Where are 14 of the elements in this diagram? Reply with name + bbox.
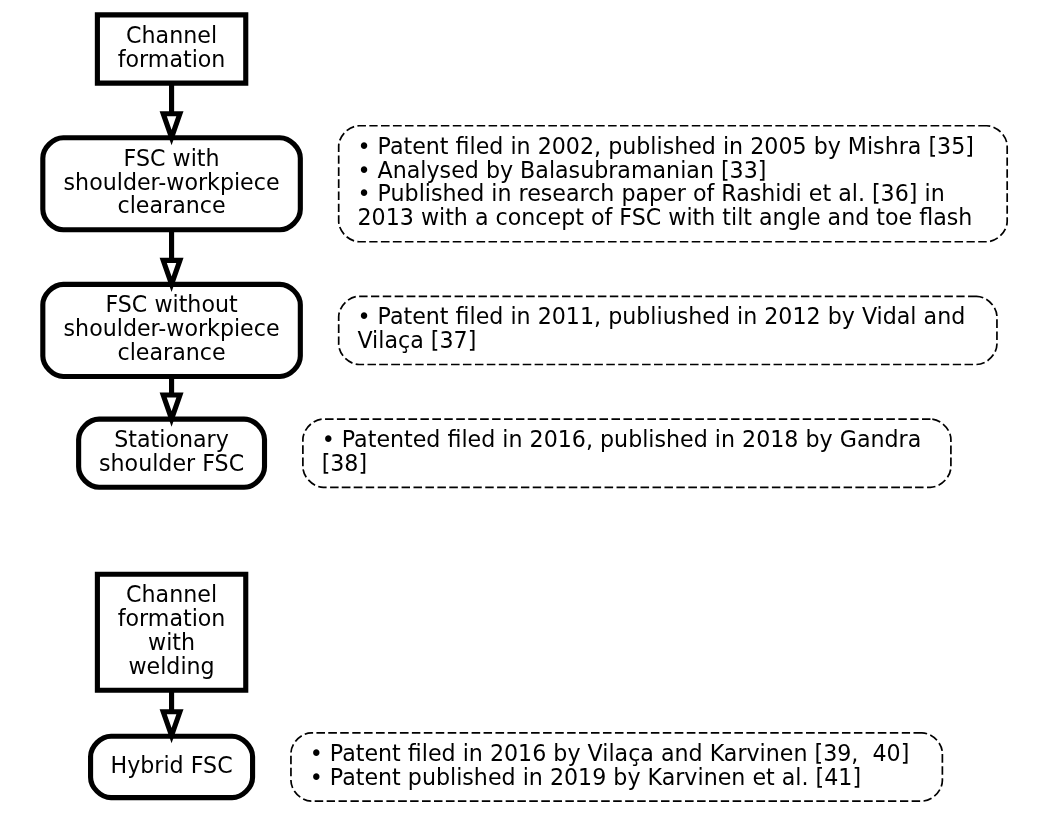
arrow xyxy=(159,376,184,427)
node-box: • Patent filed in 2002, published in 2005 by Mishra [35] • Analysed by Balasubramanian [33] • Published in research paper of Rashidi et al. [36] in 2013 with a concept of FSC with tilt angle and toe flash xyxy=(337,124,1008,243)
node-box: FSC without shoulder-workpiece clearance xyxy=(39,281,303,379)
node-box: • Patent filed in 2016 by Vilaça and Karvinen [39, 40] • Patent published in 2019 by Karvinen et al. [41] xyxy=(289,732,943,802)
node-box: Channel formation xyxy=(94,12,248,86)
node-box: • Patented filed in 2016, published in 2018 by Gandra [38] xyxy=(301,418,952,489)
node-box: Hybrid FSC xyxy=(87,733,255,801)
node-box: Stationary shoulder FSC xyxy=(75,416,267,490)
arrow xyxy=(159,690,184,744)
node-box: Channel formation with welding xyxy=(94,571,248,693)
node-box: FSC with shoulder-workpiece clearance xyxy=(39,135,303,233)
arrow xyxy=(159,83,184,146)
node-box: • Patent filed in 2011, publiushed in 2012 by Vidal and Vilaça [37] xyxy=(337,295,998,366)
arrow xyxy=(159,230,184,292)
